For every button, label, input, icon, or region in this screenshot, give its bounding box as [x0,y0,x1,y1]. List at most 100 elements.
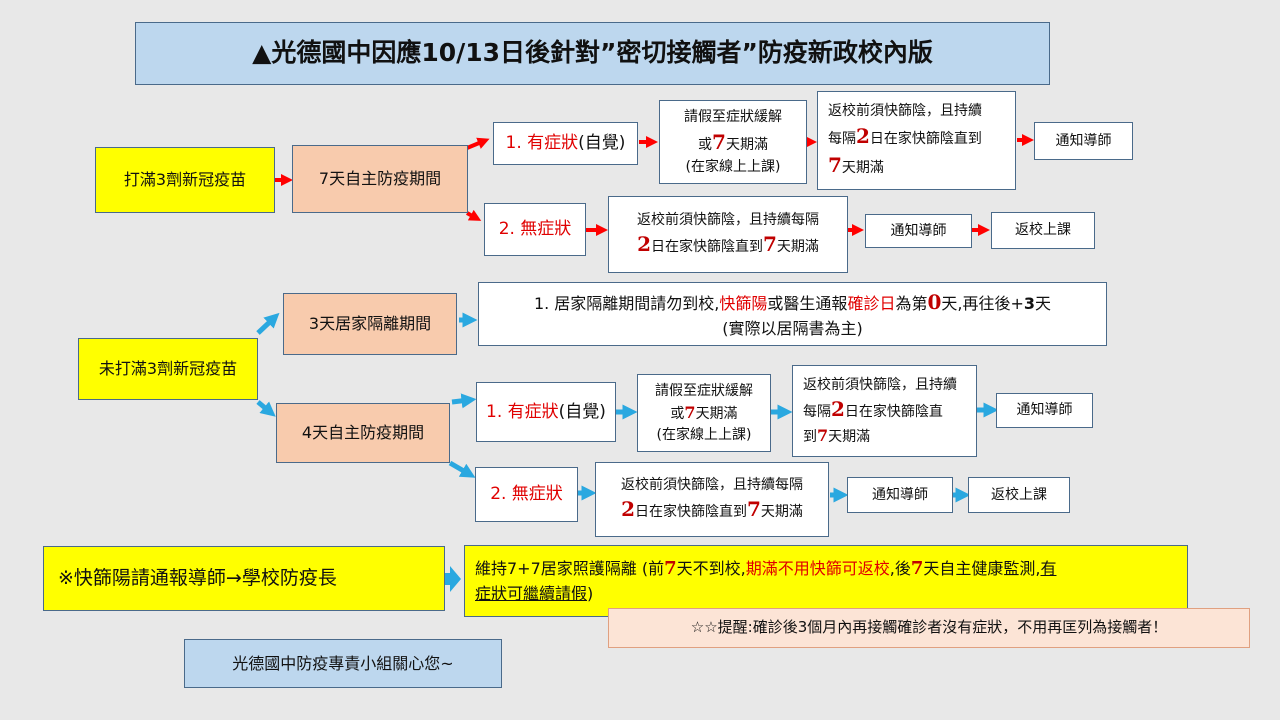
vac-notify-box: 通知導師 [1034,122,1133,160]
qn-h: 3 [1023,293,1036,313]
unvac-notify-box: 通知導師 [996,393,1093,428]
vaccinated-label: 打滿3劑新冠疫苗 [123,170,247,190]
vac-symptom-box: 1. 有症狀(自覺) [493,122,638,165]
unvac-leave-box: 請假至症狀緩解 或7天期滿 (在家線上上課) [637,374,771,452]
unvac-test-to: 到 [803,429,817,445]
unvac-nosymptom-label: 2. 無症狀 [490,484,563,505]
m-d: 期滿不用快篩可返校 [745,559,890,579]
unvac-nosym-notify-box: 通知導師 [847,477,953,513]
unvac-nosym-notify-label: 通知導師 [872,486,928,503]
unvac-nosym-test-line1: 返校前須快篩陰，且持續每隔 [621,476,803,493]
vac-notify-label: 通知導師 [1055,132,1112,149]
arrow-period-to-symptom-b [451,393,477,409]
unvac-leave-days: 7 [684,403,696,423]
footer-text: 光德國中防疫專責小組關心您~ [232,653,454,673]
vac-nosym-expire: 天期滿 [776,239,819,256]
arrow-unvac-to-quarantine [256,312,280,335]
vac-test-line1: 返校前須快篩陰，且持續 [828,103,982,120]
unvac-period-box: 4天自主防疫期間 [276,403,450,463]
page-title: ▲光德國中因應10/13日後針對”密切接觸者”防疫新政校內版 [135,22,1050,85]
vac-leave-expire: 天期滿 [725,136,768,153]
unvac-notify-label: 通知導師 [1016,402,1073,419]
vac-nosym-notify-box: 通知導師 [865,214,972,248]
quarantine-box: 3天居家隔離期間 [283,293,457,355]
vac-test-num7: 7 [828,152,842,177]
m-b: 7 [664,558,677,580]
qn-d: 確診日 [847,293,896,313]
unvac-test-until: 日在家快篩陰直 [844,404,943,420]
maintain-box: 維持7+7居家照護隔離 (前7天不到校,期滿不用快篩可返校,後7天自主健康監測,… [464,545,1188,617]
vac-period-box: 7天自主防疫期間 [292,145,468,213]
vac-return-box: 返校上課 [991,212,1095,249]
reminder-text: ☆☆提醒:確診後3個月內再接觸確診者沒有症狀，不用再匡列為接觸者！ [690,618,1168,637]
qn-a: 1. 居家隔離期間請勿到校, [533,293,720,313]
m-e: ,後 [889,559,911,579]
m-f: 7 [910,558,924,580]
qn-line2: (實際以居隔書為主) [722,318,863,338]
unvac-return-box: 返校上課 [968,477,1070,513]
unvaccinated-box: 未打滿3劑新冠疫苗 [78,338,258,400]
qn-c: 或醫生通報 [767,293,848,313]
vac-nosym-num7: 7 [763,232,777,257]
vac-leave-days: 7 [712,129,726,154]
vac-test-expire: 天期滿 [841,159,884,176]
vac-leave-or: 或 [698,136,713,153]
unvac-test-every: 每隔 [803,404,831,420]
reminder-box: ☆☆提醒:確診後3個月內再接觸確診者沒有症狀，不用再匡列為接觸者！ [608,608,1250,648]
footer-box: 光德國中防疫專責小組關心您~ [184,639,502,688]
arrow-notice-to-maintain [437,566,461,592]
unvac-symptom-note: (自覺) [558,401,606,422]
vac-test-until: 日在家快篩陰直到 [869,130,982,147]
arrow-period-to-nosymptom [466,209,482,221]
title-text: ▲光德國中因應10/13日後針對”密切接觸者”防疫新政校內版 [252,38,933,68]
unvac-test-box: 返校前須快篩陰，且持續 每隔2日在家快篩陰直 到7天期滿 [792,365,977,457]
unvac-nosym-until: 日在家快篩陰直到 [635,504,747,521]
positive-notice-text: ※快篩陽請通報導師→學校防疫長 [58,566,337,589]
m-c: 天不到校, [676,559,746,579]
vac-test-every: 每隔 [828,130,856,147]
unvac-nosym-num7: 7 [747,497,761,522]
qn-g: 天,再往後+ [941,293,1024,313]
unvac-nosym-num2: 2 [621,497,635,522]
arrow-unvac-to-period [256,400,276,417]
m-i: 症狀可繼續請假 [475,584,588,604]
qn-f: 0 [927,289,942,314]
arrow-period-to-symptom [466,137,490,150]
vac-nosymptom-box: 2. 無症狀 [484,203,586,256]
vac-return-label: 返校上課 [1015,222,1071,239]
quarantine-note-box: 1. 居家隔離期間請勿到校,快篩陽或醫生通報確診日為第0天,再往後+3天 (實際… [478,282,1107,346]
vac-leave-line1: 請假至症狀緩解 [684,109,782,126]
vac-test-box: 返校前須快篩陰，且持續 每隔2日在家快篩陰直到 7天期滿 [817,91,1016,190]
positive-notice-box: ※快篩陽請通報導師→學校防疫長 [43,546,445,611]
unvac-nosym-expire: 天期滿 [760,504,803,521]
m-a: 維持7+7居家照護隔離 (前 [475,559,665,579]
unvac-test-num7: 7 [817,426,829,445]
vac-leave-line3: (在家線上上課) [685,158,781,175]
unvac-test-expire: 天期滿 [828,429,871,445]
vac-leave-box: 請假至症狀緩解 或7天期滿 (在家線上上課) [659,100,807,184]
qn-e: 為第 [895,293,928,313]
unvac-symptom-label: 1. 有症狀 [486,401,559,422]
arrow-period-to-nosymptom-b [448,460,476,478]
unvac-leave-line1: 請假至症狀緩解 [655,383,753,400]
unvac-return-label: 返校上課 [991,486,1047,503]
vac-symptom-label: 1. 有症狀 [505,133,579,154]
vac-nosym-until: 日在家快篩陰直到 [651,239,763,256]
vac-nosymptom-label: 2. 無症狀 [498,219,572,240]
vac-nosym-test-box: 返校前須快篩陰，且持續每隔 2日在家快篩陰直到7天期滿 [608,196,848,273]
vac-nosym-notify-label: 通知導師 [890,222,947,239]
m-g: 天自主健康監測, [923,559,1041,579]
unvac-leave-or: 或 [670,406,685,423]
vac-period-label: 7天自主防疫期間 [318,169,442,189]
vaccinated-box: 打滿3劑新冠疫苗 [95,147,275,213]
vac-nosym-num2: 2 [637,232,651,257]
m-h: 有 [1040,559,1057,579]
m-j: ) [587,584,594,604]
quarantine-label: 3天居家隔離期間 [308,314,432,334]
vac-test-num2: 2 [856,123,870,148]
unvac-leave-expire: 天期滿 [695,406,738,423]
unvac-nosymptom-box: 2. 無症狀 [475,467,578,522]
unvac-test-num2: 2 [831,397,845,421]
vac-symptom-note: (自覺) [578,133,626,154]
